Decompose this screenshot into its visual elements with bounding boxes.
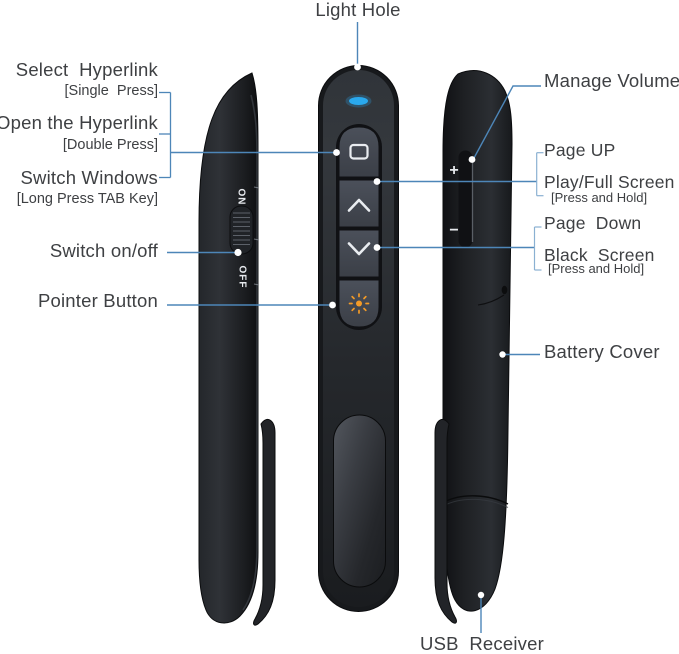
device-side-right bbox=[434, 70, 513, 624]
label-play-full-screen: Play/Full Screen bbox=[544, 172, 675, 192]
laser-sunburst-icon bbox=[348, 293, 370, 314]
page-up-bracket bbox=[536, 152, 544, 197]
volume-minus-marking: − bbox=[449, 222, 459, 239]
label-black-screen: Black Screen bbox=[544, 245, 655, 265]
hyperlink-button bbox=[339, 127, 379, 177]
pocket-clip-left bbox=[253, 418, 276, 626]
callout-dots bbox=[234, 63, 506, 599]
callout-lines bbox=[159, 22, 544, 633]
volume-rocker bbox=[458, 150, 474, 248]
volume-plus-marking: + bbox=[449, 162, 459, 179]
label-select-hyperlink: Select Hyperlink bbox=[15, 59, 158, 80]
device-edge-highlight bbox=[242, 94, 258, 611]
page-up-button bbox=[339, 180, 379, 227]
label-battery-cover: Battery Cover bbox=[544, 341, 660, 362]
label-page-down: Page Down bbox=[544, 213, 642, 233]
chevron-up-icon bbox=[347, 198, 371, 212]
window-icon bbox=[349, 143, 369, 160]
left-bracket bbox=[159, 91, 172, 179]
label-long-press-tab: [Long Press TAB Key] bbox=[16, 191, 158, 207]
device-side-left bbox=[198, 72, 276, 626]
led-indicator bbox=[349, 97, 368, 105]
label-manage-volume: Manage Volume bbox=[544, 70, 679, 91]
label-light-hole: Light Hole bbox=[315, 0, 401, 20]
pocket-clip-right bbox=[434, 418, 457, 624]
label-pointer-button: Pointer Button bbox=[37, 290, 158, 311]
label-usb-receiver: USB Receiver bbox=[420, 633, 544, 654]
manage-volume-line bbox=[473, 85, 541, 159]
label-double-press: [Double Press] bbox=[62, 137, 158, 153]
label-single-press: [Single Press] bbox=[64, 83, 159, 99]
edge-seam-ticks bbox=[253, 186, 260, 286]
label-switch-windows: Switch Windows bbox=[20, 167, 158, 188]
device-side-left-body bbox=[198, 72, 259, 624]
device-front bbox=[318, 65, 399, 612]
switch-off-marking: OFF bbox=[236, 265, 248, 289]
battery-slide-panel bbox=[333, 414, 386, 588]
label-switch-on-off: Switch on/off bbox=[49, 240, 158, 261]
on-off-switch bbox=[229, 205, 254, 255]
button-cluster bbox=[336, 124, 382, 330]
label-open-hyperlink: Open the Hyperlink bbox=[0, 112, 158, 133]
label-press-hold-black: [Press and Hold] bbox=[548, 261, 645, 276]
label-page-up: Page UP bbox=[544, 140, 616, 160]
label-press-hold-play: [Press and Hold] bbox=[551, 190, 648, 205]
page-down-bracket bbox=[533, 226, 542, 271]
battery-cover-seam bbox=[443, 285, 509, 508]
switch-on-marking: ON bbox=[235, 188, 247, 206]
chevron-down-icon bbox=[347, 242, 371, 256]
